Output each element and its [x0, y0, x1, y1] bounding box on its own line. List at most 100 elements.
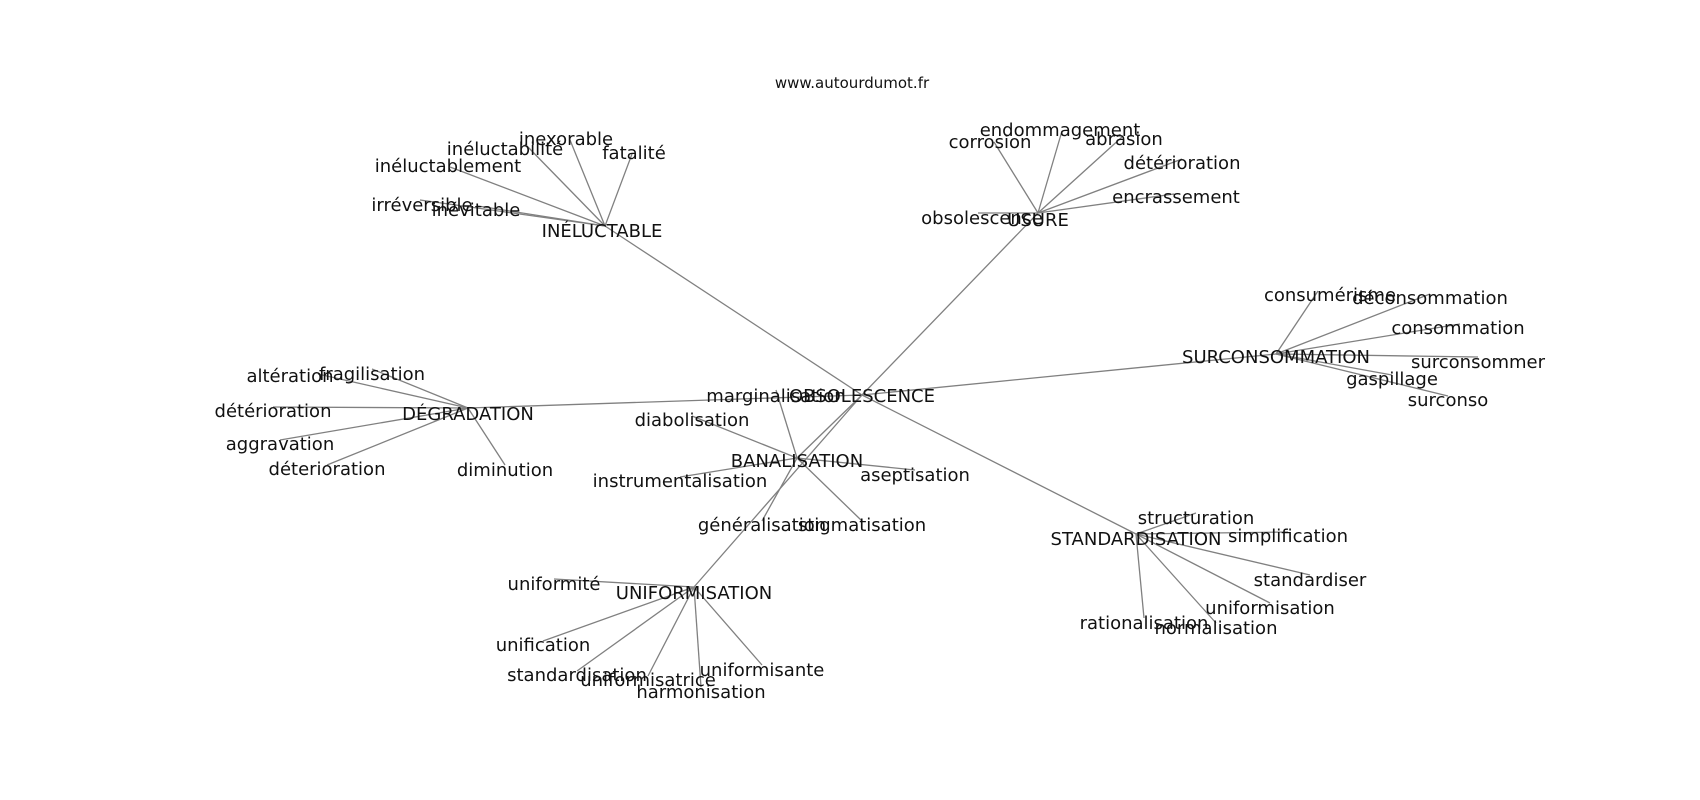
- hub-node-ineluctable: INÉLUCTABLE: [542, 220, 663, 242]
- edge-standardisation-leaf-2: [1135, 533, 1311, 576]
- edge-usure-leaf-4: [1037, 193, 1175, 214]
- leaf-node-banalisation-4: généralisation: [698, 515, 826, 536]
- edge-uniformisation-leaf-0: [553, 578, 695, 588]
- leaf-node-usure-5: obsolescence: [921, 208, 1043, 229]
- hub-node-degradation: DÉGRADATION: [402, 403, 534, 425]
- leaf-node-surconsommation-5: surconso: [1408, 390, 1489, 411]
- edge-usure-leaf-0: [1037, 130, 1063, 214]
- source-url: www.autourdumot.fr: [775, 74, 930, 92]
- leaf-node-degradation-2: détérioration: [215, 401, 332, 422]
- edge-degradation-leaf-5: [467, 407, 506, 466]
- edge-banalisation-leaf-0: [775, 389, 798, 459]
- edge-banalisation-leaf-2: [679, 457, 798, 478]
- edge-center-standardisation: [861, 394, 1137, 535]
- edge-ineluctable-leaf-3: [449, 166, 606, 227]
- leaf-node-banalisation-3: aseptisation: [860, 465, 970, 486]
- leaf-node-banalisation-1: diabolisation: [635, 410, 750, 431]
- leaf-node-surconsommation-3: surconsommer: [1411, 352, 1546, 373]
- leaf-node-ineluctable-0: inexorable: [519, 129, 613, 150]
- edge-standardisation-leaf-4: [1135, 533, 1145, 619]
- edge-uniformisation-leaf-3: [647, 586, 695, 677]
- edge-uniformisation-leaf-5: [693, 586, 702, 688]
- edge-uniformisation-leaf-2: [576, 586, 695, 672]
- leaf-node-standardisation-3: uniformisation: [1205, 598, 1335, 619]
- edge-banalisation-leaf-5: [796, 457, 863, 522]
- leaf-node-usure-0: endommagement: [980, 120, 1141, 141]
- leaf-node-uniformisation-2: standardisation: [507, 665, 647, 686]
- hub-node-surconsommation: SURCONSOMMATION: [1182, 347, 1370, 368]
- edge-center-ineluctable: [604, 225, 863, 396]
- leaf-node-degradation-3: aggravation: [226, 434, 334, 455]
- leaf-node-banalisation-2: instrumentalisation: [593, 471, 768, 492]
- leaf-node-ineluctable-5: inévitable: [432, 200, 521, 221]
- leaf-node-standardisation-1: simplification: [1228, 526, 1348, 547]
- leaf-node-surconsommation-4: gaspillage: [1346, 369, 1438, 390]
- edge-center-surconsommation: [861, 353, 1277, 396]
- leaf-node-surconsommation-2: consommation: [1391, 318, 1524, 339]
- leaf-node-banalisation-0: marginalisation: [706, 386, 845, 407]
- leaf-node-ineluctable-2: fatalité: [602, 143, 666, 164]
- leaf-node-ineluctable-3: inéluctablement: [375, 156, 521, 177]
- edge-degradation-leaf-3: [279, 407, 469, 441]
- edge-standardisation-leaf-0: [1135, 512, 1197, 535]
- hub-node-uniformisation: UNIFORMISATION: [616, 583, 772, 604]
- hub-node-banalisation: BANALISATION: [731, 451, 863, 472]
- edge-ineluctable-leaf-1: [524, 143, 606, 227]
- edges-layer: [272, 130, 1479, 688]
- leaf-node-banalisation-5: stigmatisation: [798, 515, 926, 536]
- leaf-node-usure-3: détérioration: [1124, 153, 1241, 174]
- leaf-node-degradation-4: déterioration: [269, 459, 386, 480]
- edge-degradation-leaf-0: [317, 373, 469, 409]
- leaf-node-surconsommation-0: consumérisme: [1264, 285, 1396, 306]
- edge-usure-leaf-2: [1037, 136, 1123, 214]
- edge-ineluctable-leaf-2: [604, 153, 633, 227]
- edge-center-usure: [861, 212, 1039, 396]
- leaf-node-uniformisation-3: uniformisatrice: [580, 670, 716, 691]
- leaf-node-degradation-0: altération: [246, 366, 333, 387]
- edge-degradation-leaf-2: [272, 406, 469, 409]
- hub-node-standardisation: STANDARDISATION: [1051, 529, 1222, 550]
- edge-usure-leaf-1: [993, 141, 1039, 214]
- leaf-node-surconsommation-1: déconsommation: [1352, 288, 1508, 309]
- leaf-node-uniformisation-0: uniformité: [508, 574, 601, 595]
- edge-surconsommation-leaf-1: [1275, 293, 1431, 355]
- edge-usure-leaf-3: [1037, 158, 1183, 214]
- leaf-node-uniformisation-5: harmonisation: [636, 682, 765, 703]
- leaf-node-degradation-1: fragilisation: [319, 364, 425, 385]
- leaf-node-usure-2: abrasion: [1085, 129, 1163, 150]
- edge-standardisation-leaf-1: [1135, 531, 1289, 535]
- edge-degradation-leaf-1: [371, 368, 469, 409]
- edge-surconsommation-leaf-5: [1275, 353, 1449, 397]
- leaf-node-ineluctable-4: irréversible: [371, 195, 472, 216]
- edge-ineluctable-leaf-0: [569, 139, 606, 227]
- leaf-node-standardisation-0: structuration: [1138, 508, 1255, 529]
- edge-uniformisation-leaf-1: [542, 586, 695, 642]
- leaf-node-standardisation-4: rationalisation: [1080, 613, 1209, 634]
- edge-ineluctable-leaf-5: [477, 205, 606, 227]
- leaf-node-uniformisation-4: uniformisante: [700, 660, 825, 681]
- edge-surconsommation-leaf-3: [1275, 353, 1479, 358]
- edge-center-degradation: [467, 394, 863, 409]
- labels-layer: www.autourdumot.fr OBSOLESCENCE INÉLUCTAB…: [215, 74, 1546, 703]
- leaf-node-standardisation-5: normalisation: [1155, 618, 1278, 639]
- edge-degradation-leaf-4: [326, 407, 469, 466]
- leaf-node-standardisation-2: standardiser: [1254, 570, 1367, 591]
- edge-surconsommation-leaf-4: [1275, 353, 1393, 376]
- edge-surconsommation-leaf-2: [1275, 323, 1461, 355]
- leaf-node-ineluctable-1: inéluctabilité: [447, 139, 563, 160]
- edge-surconsommation-leaf-0: [1275, 290, 1319, 355]
- center-node-label: OBSOLESCENCE: [789, 386, 935, 407]
- edge-standardisation-leaf-5: [1135, 533, 1217, 624]
- leaf-node-uniformisation-1: unification: [496, 635, 591, 656]
- leaf-node-usure-4: encrassement: [1112, 187, 1240, 208]
- edge-banalisation-leaf-3: [796, 457, 916, 471]
- edge-center-uniformisation: [693, 394, 863, 588]
- leaf-node-usure-1: corrosion: [949, 132, 1032, 153]
- edge-standardisation-leaf-3: [1135, 533, 1271, 604]
- edge-uniformisation-leaf-4: [693, 586, 763, 666]
- edge-center-banalisation: [796, 394, 863, 459]
- edge-banalisation-leaf-1: [691, 415, 798, 459]
- leaf-node-degradation-5: diminution: [457, 460, 553, 481]
- hub-node-usure: USURE: [1007, 210, 1069, 231]
